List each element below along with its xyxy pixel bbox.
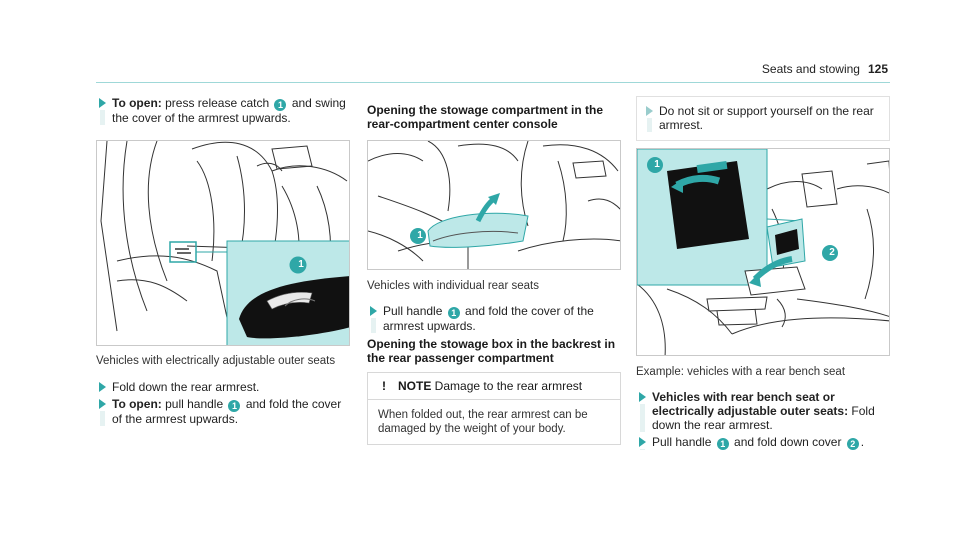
- callout-badge: 1: [274, 99, 287, 111]
- callout-badge: 2: [846, 438, 859, 450]
- figure-caption: Example: vehicles with a rear bench seat: [636, 366, 846, 378]
- figure-caption: Vehicles with electrically adjustable ou…: [96, 355, 336, 367]
- step-text: .: [860, 435, 865, 449]
- column-1: To open: press release catch 1 and swing…: [96, 96, 350, 125]
- note-title: Damage to the rear armrest: [431, 379, 583, 393]
- warning-box: Do not sit or support yourself on the re…: [636, 96, 890, 141]
- step-label: To open:: [112, 96, 162, 110]
- step-text: Fold down the rear armrest.: [652, 404, 875, 432]
- step-arrow-icon: [370, 306, 377, 316]
- step-arrow-icon: [99, 399, 106, 409]
- step-label: Vehicles with rear bench seat or electri…: [652, 390, 849, 418]
- figure-armrest-electric-seats: 1: [96, 140, 350, 346]
- callout-badge: 1: [447, 307, 460, 319]
- note-box: ! NOTE Damage to the rear armrest When f…: [367, 372, 621, 445]
- step-arrow-icon: [639, 392, 646, 402]
- page-number: 125: [867, 62, 888, 76]
- step-text: press release catch: [161, 96, 273, 110]
- step-fold-down-bench-armrest: Vehicles with rear bench seat or electri…: [636, 390, 890, 432]
- note-label: NOTE: [398, 379, 432, 393]
- step-text: and fold the cover of the armrest upward…: [383, 304, 594, 333]
- section-title: Seats and stowing: [761, 62, 860, 76]
- step-arrow-icon: [99, 382, 106, 392]
- callout-badge: 1: [417, 230, 423, 241]
- step-text: Pull handle: [383, 304, 446, 318]
- note-header: ! NOTE Damage to the rear armrest: [368, 373, 620, 400]
- step-pull-handle-fold-cover: Pull handle 1 and fold down cover 2.: [636, 435, 890, 450]
- step-do-not-sit: Do not sit or support yourself on the re…: [643, 104, 881, 132]
- header-rule: [96, 82, 890, 83]
- figure-caption: Vehicles with individual rear seats: [367, 280, 539, 292]
- step-arrow-icon: [646, 106, 653, 116]
- step-arrow-icon: [639, 437, 646, 447]
- section-heading: Opening the stowage box in the backrest …: [367, 337, 616, 365]
- step-text: and fold down cover: [730, 435, 845, 449]
- step-text: Do not sit or support yourself on the re…: [659, 104, 874, 132]
- callout-badge: 1: [228, 400, 241, 412]
- bench-seat-illustration: [637, 149, 889, 355]
- exclamation-icon: !: [382, 379, 386, 393]
- step-text: pull handle: [161, 397, 227, 411]
- step-open-pull-handle: To open: pull handle 1 and fold the cove…: [96, 397, 350, 426]
- note-body: When folded out, the rear armrest can be…: [378, 409, 588, 435]
- step-open-release-catch: To open: press release catch 1 and swing…: [96, 96, 350, 125]
- step-text: and fold the cover of the armrest upward…: [112, 397, 342, 426]
- callout-badge: 1: [654, 159, 660, 170]
- step-text: and swing the cover of the armrest upwar…: [112, 96, 346, 125]
- figure-center-console: 1: [367, 140, 621, 270]
- step-fold-down-armrest: Fold down the rear armrest.: [96, 380, 350, 394]
- callout-badge: 1: [716, 438, 729, 450]
- seat-illustration: [100, 141, 349, 345]
- step-text: Fold down the rear armrest.: [112, 380, 260, 394]
- callout-badge: 1: [298, 259, 304, 270]
- console-illustration: [368, 141, 620, 269]
- callout-badge: 2: [829, 247, 835, 258]
- step-arrow-icon: [99, 98, 106, 108]
- section-heading: Opening the stowage compartment in the r…: [367, 103, 604, 131]
- step-label: To open:: [112, 397, 162, 411]
- figure-rear-bench-seat: 1 2: [636, 148, 890, 356]
- step-text: Pull handle: [652, 435, 715, 449]
- running-head: Seats and stowing 125: [762, 62, 888, 76]
- step-pull-handle-console: Pull handle 1 and fold the cover of the …: [367, 304, 621, 333]
